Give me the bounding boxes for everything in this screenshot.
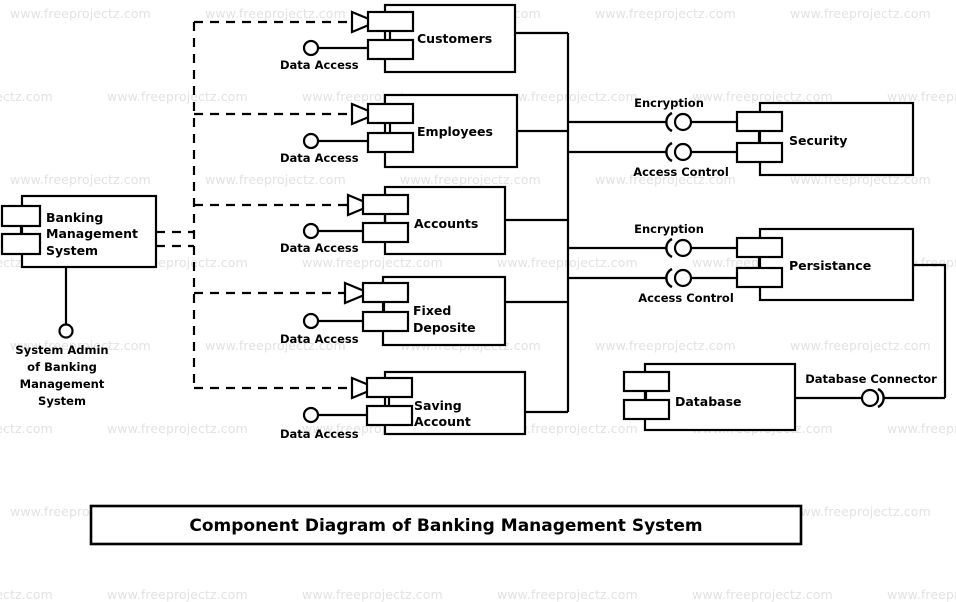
component-persistance[interactable]: Persistance [735, 227, 915, 302]
component-database[interactable]: Database [622, 362, 797, 432]
watermark-text: www.freeprojectz.com [497, 587, 638, 602]
interface-label: Data Access [280, 241, 359, 255]
component-label: Accounts [414, 216, 478, 231]
component-fixed-deposite[interactable]: Fixed Deposite [361, 275, 507, 347]
connector-encryption-security[interactable]: Encryption [634, 96, 737, 133]
interface-data-access-accounts[interactable]: Data Access [280, 222, 363, 255]
component-security[interactable]: Security [735, 101, 915, 177]
connector-access-control-persistance[interactable]: Access Control [638, 267, 737, 305]
connector-bus [505, 31, 666, 414]
interface-data-access-customers[interactable]: Data Access [280, 39, 368, 72]
diagram-layer: Banking Management System System Admin o… [0, 3, 947, 546]
interface-label: Encryption [634, 222, 704, 236]
component-label: Saving [414, 398, 462, 413]
watermark-text: www.freeprojectz.com [302, 587, 443, 602]
component-label: Management [46, 226, 138, 241]
watermark-text: www.freeprojectz.com [107, 587, 248, 602]
connector-encryption-persistance[interactable]: Encryption [634, 222, 737, 259]
page-title: Component Diagram of Banking Management … [189, 516, 702, 536]
component-label: Persistance [789, 258, 871, 273]
interface-label: Data Access [280, 332, 359, 346]
dependency-arrowheads [343, 10, 379, 400]
interface-data-access-employees[interactable]: Data Access [280, 132, 368, 165]
component-label: Account [414, 414, 471, 429]
watermark-text: www.freeprojectz.com [692, 587, 833, 602]
component-label: Banking [46, 210, 103, 225]
interface-data-access-fixed-deposite[interactable]: Data Access [280, 312, 363, 346]
component-label: Security [789, 133, 847, 148]
interface-label: Access Control [638, 291, 734, 305]
watermark-text: www.freeprojectz.com [887, 587, 956, 602]
connector-database-connector[interactable]: Database Connector [795, 263, 947, 409]
interface-label: Data Access [280, 58, 359, 72]
component-accounts[interactable]: Accounts [361, 185, 507, 256]
diagram-title-bar: Component Diagram of Banking Management … [89, 504, 803, 546]
interface-data-access-saving-account[interactable]: Data Access [280, 406, 367, 441]
component-label: Database [675, 394, 742, 409]
component-diagram-canvas: www.freeprojectz.com www.freeprojectz.com… [0, 3, 956, 602]
interface-label: Access Control [633, 165, 729, 179]
component-customers[interactable]: Customers [366, 3, 517, 74]
interface-label: Data Access [280, 151, 359, 165]
interface-label: Data Access [280, 427, 359, 441]
component-label: Fixed [413, 303, 451, 318]
watermark-text: www.freeprojectz.com [0, 587, 53, 602]
component-label: System [46, 243, 98, 258]
actor-label-line4: System [38, 394, 86, 408]
component-label: Employees [417, 124, 493, 139]
interface-label: Database Connector [805, 372, 937, 386]
actor-label-line2: of Banking [27, 360, 97, 374]
dependency-tree [156, 20, 352, 390]
actor-label-line1: System Admin [15, 343, 108, 357]
connector-access-control-security[interactable]: Access Control [633, 141, 737, 179]
interface-label: Encryption [634, 96, 704, 110]
interface-system-admin[interactable]: System Admin of Banking Management Syste… [15, 267, 109, 408]
component-label: Deposite [413, 320, 476, 335]
actor-label-line3: Management [20, 377, 105, 391]
component-banking-management-system[interactable]: Banking Management System [0, 194, 158, 269]
component-employees[interactable]: Employees [366, 93, 519, 169]
component-saving-account[interactable]: Saving Account [365, 370, 527, 436]
component-label: Customers [417, 31, 492, 46]
